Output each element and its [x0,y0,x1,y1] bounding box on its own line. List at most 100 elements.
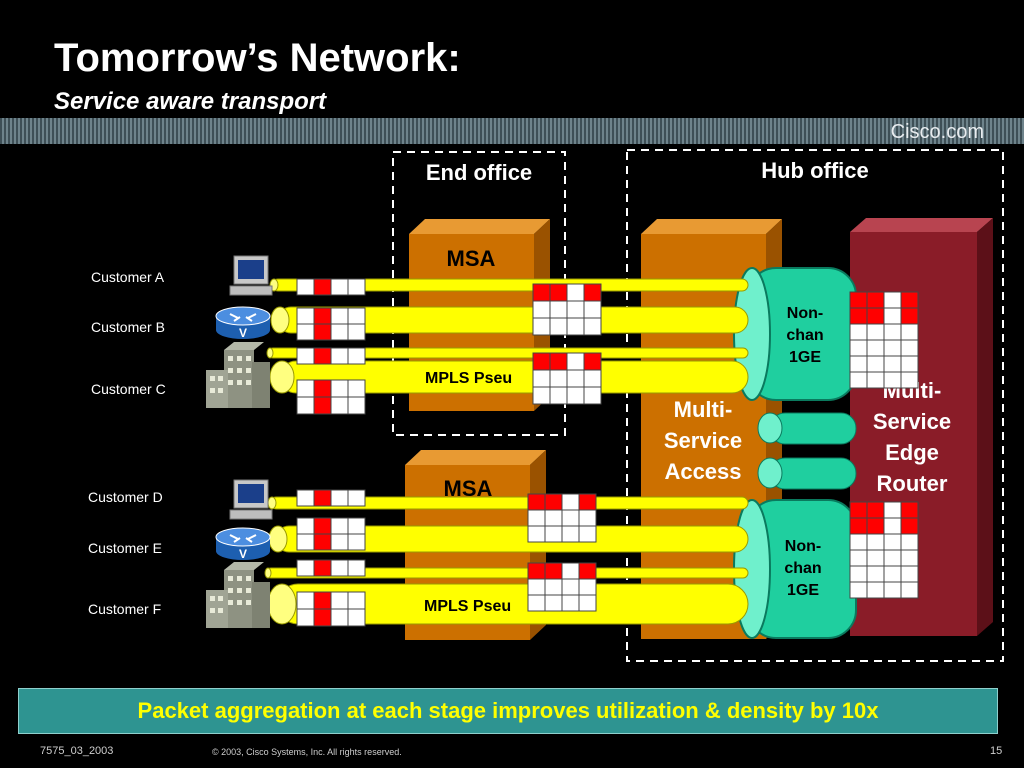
packet-cell [883,533,902,551]
packet-cell [544,509,563,527]
trunk-connector-1 [769,412,857,445]
packet-cell [561,493,580,511]
packet-cell [883,501,902,519]
packet-cell [313,347,332,365]
packet-grid [296,489,366,507]
packet-cell [866,355,885,373]
packet-cell [866,371,885,389]
packet-cell [866,323,885,341]
customer-b-label: Customer B [91,319,165,335]
packet-cell [578,594,597,612]
packet-cell [583,386,602,405]
computer-icon [229,479,273,520]
packet-cell [532,352,551,371]
packet-cell [330,278,349,296]
gige-pipe-top: Non- chan 1GE [733,267,857,401]
packet-cell [900,533,919,551]
packet-cell [296,323,315,341]
packet-cell [583,352,602,371]
packet-cell [578,525,597,543]
packet-cell [849,581,868,599]
packet-cell [883,323,902,341]
packet-cell [532,283,551,302]
brand-logo: Cisco.com [890,121,984,143]
gige-bottom-label-3: 1GE [787,582,819,599]
packet-cell [549,352,568,371]
packet-cell [900,307,919,325]
packet-grid [527,562,597,612]
packet-cell [900,581,919,599]
packet-cell [883,291,902,309]
packet-cell [347,489,366,507]
packet-cell [527,525,546,543]
packet-cell [849,533,868,551]
packet-cell [330,489,349,507]
packet-cell [544,594,563,612]
packet-cell [583,369,602,388]
packet-cell [561,562,580,580]
packet-cell [532,386,551,405]
packet-cell [583,317,602,336]
packet-cell [549,386,568,405]
packet-cell [883,355,902,373]
packet-cell [578,578,597,596]
computer-icon [229,255,273,296]
packet-cell [347,396,366,415]
packet-cell [347,517,366,535]
packet-cell [883,371,902,389]
packet-cell [313,591,332,610]
packet-cell [849,501,868,519]
packet-grids [296,278,919,627]
end-office-label: End office [426,160,532,185]
page-number: 15 [990,745,1003,757]
packet-grid [532,283,602,336]
packet-cell [544,525,563,543]
packet-grid [527,493,597,543]
packet-cell [883,581,902,599]
packet-cell [330,379,349,398]
packet-grid [296,307,366,341]
slide-title: Tomorrow’s Network: [54,36,461,80]
packet-cell [532,317,551,336]
packet-grid [532,352,602,405]
packet-grid [296,517,366,551]
packet-cell [849,549,868,567]
packet-cell [561,509,580,527]
gige-top-label-2: chan [786,327,823,344]
packet-cell [900,517,919,535]
pseudowire-bottom-label: MPLS Pseu [424,598,511,615]
packet-cell [883,307,902,325]
packet-cell [561,594,580,612]
packet-cell [330,347,349,365]
packet-cell [866,533,885,551]
trunk-connector-2 [769,457,857,490]
packet-cell [330,517,349,535]
packet-cell [347,591,366,610]
packet-cell [544,578,563,596]
packet-cell [566,300,585,319]
footer-copyright: © 2003, Cisco Systems, Inc. All rights r… [212,747,402,757]
customer-f-label: Customer F [88,601,161,617]
customer-pipes-bottom: MPLS Pseu [264,496,749,625]
packet-cell [866,517,885,535]
packet-cell [296,379,315,398]
msa-top-label: MSA [447,246,496,271]
packet-cell [866,307,885,325]
packet-cell [330,533,349,551]
packet-cell [566,317,585,336]
customer-e-label: Customer E [88,540,162,556]
gige-bottom-label-2: chan [784,560,821,577]
packet-grid [296,591,366,627]
msa-access-label-1: Multi- [674,397,733,422]
packet-cell [313,517,332,535]
network-diagram: End office Hub office Multi- Service Edg… [88,149,1004,662]
packet-cell [347,347,366,365]
packet-cell [866,501,885,519]
customer-c-label: Customer C [91,381,166,397]
packet-cell [330,608,349,627]
packet-cell [296,307,315,325]
edge-router-label-4: Router [877,471,948,496]
packet-cell [900,323,919,341]
packet-cell [330,396,349,415]
packet-cell [347,307,366,325]
